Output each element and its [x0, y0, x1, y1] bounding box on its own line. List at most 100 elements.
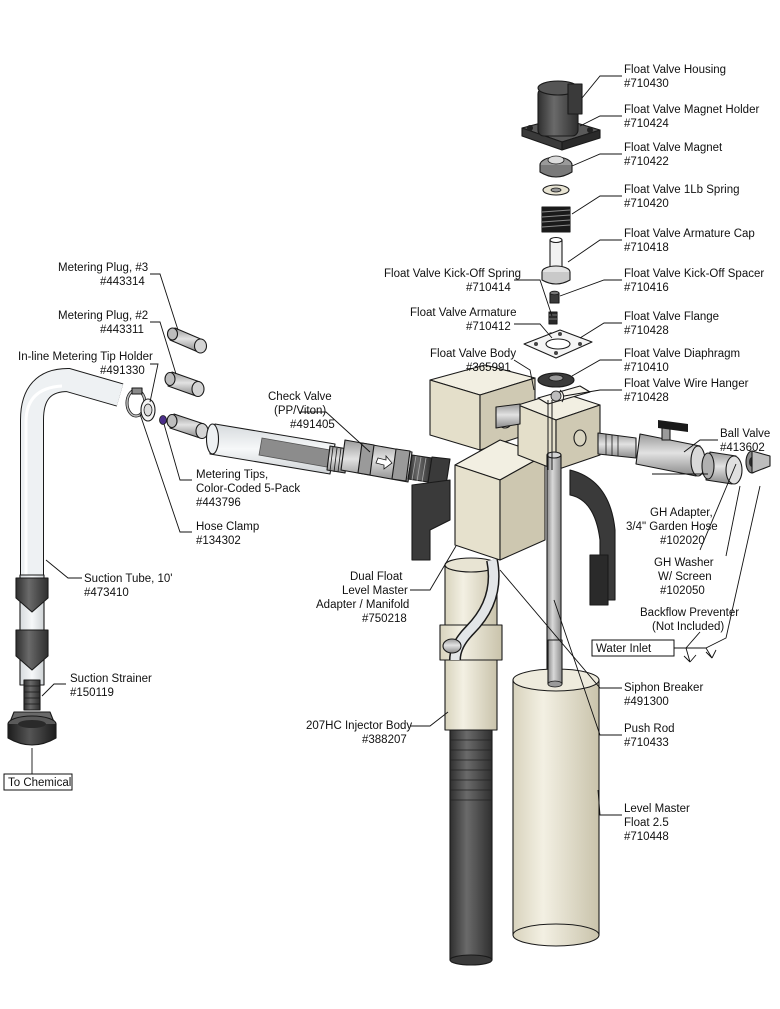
callout-name-line2: Level Master [342, 585, 408, 597]
callout-part: #710412 [466, 321, 511, 333]
mounting-bracket [411, 469, 616, 606]
callout-suction-strainer: Suction Strainer #150119 [70, 673, 152, 699]
callout-name: Float Valve Armature [410, 307, 517, 319]
callout-part: #491405 [290, 419, 335, 431]
callout-float-valve-spring: Float Valve 1Lb Spring #710420 [624, 184, 740, 210]
callout-part: #710410 [624, 362, 669, 374]
callout-float-valve-flange: Float Valve Flange #710428 [624, 311, 719, 337]
leader-lines [41, 75, 761, 816]
callout-part: #710430 [624, 78, 669, 90]
float-valve-magnet-holder [539, 155, 573, 178]
metering-plug-1 [166, 413, 209, 440]
callout-name-line1: Metering Tips, [196, 469, 268, 481]
callout-name-line2: Float 2.5 [624, 817, 669, 829]
side-connector-right [597, 432, 637, 459]
tube-weight-lower [15, 629, 49, 671]
callout-part: #443311 [100, 324, 144, 336]
callout-name-line2: W/ Screen [658, 571, 712, 583]
callout-name: Float Valve Body [430, 348, 516, 360]
callout-dual-float: Dual Float Level Master Adapter / Manifo… [316, 571, 409, 625]
water-inlet-label: Water Inlet [596, 643, 652, 655]
callout-name: Float Valve Magnet Holder [624, 104, 759, 116]
callout-injector-body: 207HC Injector Body #388207 [306, 720, 412, 746]
callout-part: #102020 [660, 535, 705, 547]
callout-name: Metering Plug, #2 [58, 310, 148, 322]
callout-name-line1: Level Master [624, 803, 690, 815]
callout-name: Suction Tube, 10' [84, 573, 173, 585]
callout-part: #413602 [720, 442, 765, 454]
callout-name: Float Valve Diaphragm [624, 348, 740, 360]
callout-part: #710428 [624, 392, 669, 404]
callout-metering-plug-3: Metering Plug, #3 #443314 [58, 262, 148, 288]
callout-float-valve-magnet-holder: Float Valve Magnet Holder #710424 [624, 104, 759, 130]
callout-part: #443314 [100, 276, 145, 288]
callout-name: Float Valve Wire Hanger [624, 378, 749, 390]
callout-float-valve-armature: Float Valve Armature #710412 [410, 307, 517, 333]
callout-name-line2: (PP/Viton) [274, 405, 326, 417]
callout-part: #710418 [624, 242, 669, 254]
gh-adapter [701, 451, 743, 485]
callout-part: #710428 [624, 325, 669, 337]
callout-part: #750218 [362, 613, 407, 625]
callout-float-valve-housing: Float Valve Housing #710430 [624, 64, 726, 90]
callout-check-valve: Check Valve (PP/Viton) #491405 [268, 391, 335, 431]
clear-tube-section [205, 423, 336, 475]
injector-hose [449, 729, 493, 966]
callout-float-valve-kickoff-spring: Float Valve Kick-Off Spring #710414 [384, 268, 521, 294]
metering-plug-3 [166, 327, 208, 354]
callout-part: #710414 [466, 282, 511, 294]
to-chemical-label: To Chemical [8, 777, 71, 789]
callout-part: #491300 [624, 696, 669, 708]
callout-name: Siphon Breaker [624, 682, 703, 694]
callout-name: Float Valve 1Lb Spring [624, 184, 740, 196]
callout-part: #710422 [624, 156, 669, 168]
tube-weight-upper [15, 577, 49, 613]
callout-float-valve-magnet: Float Valve Magnet #710422 [624, 142, 723, 168]
callout-part: #150119 [70, 687, 114, 699]
callout-name: Float Valve Kick-Off Spacer [624, 268, 764, 280]
float-valve-kickoff-spring [548, 311, 558, 325]
inline-metering-tip-holder [140, 398, 156, 422]
callout-gh-washer: GH Washer W/ Screen #102050 [654, 557, 714, 597]
callout-name: Ball Valve [720, 428, 770, 440]
suction-strainer [7, 679, 57, 746]
float-valve-spring [541, 206, 571, 233]
callout-part: #134302 [196, 535, 241, 547]
float-valve-flange [523, 329, 593, 359]
callout-name: Float Valve Flange [624, 311, 719, 323]
callout-name: Float Valve Housing [624, 64, 726, 76]
metering-tip [159, 415, 167, 425]
callout-name-line2: Color-Coded 5-Pack [196, 483, 300, 495]
callout-float-valve-diaphragm: Float Valve Diaphragm #710410 [624, 348, 740, 374]
float-valve-housing [521, 80, 601, 151]
callout-push-rod: Push Rod #710433 [624, 723, 675, 749]
callout-part: #710448 [624, 831, 669, 843]
callout-suction-tube: Suction Tube, 10' #473410 [84, 573, 173, 599]
callout-name: Float Valve Kick-Off Spring [384, 268, 521, 280]
ball-valve [635, 420, 706, 477]
callout-name: Hose Clamp [196, 521, 259, 533]
side-connector-left [495, 403, 521, 429]
callout-name: Float Valve Armature Cap [624, 228, 755, 240]
level-master-float [512, 639, 600, 947]
callout-part: #443796 [196, 497, 241, 509]
callout-name-line1: Backflow Preventer [640, 607, 739, 619]
callout-name-line1: GH Adapter, [650, 507, 713, 519]
callout-name: Metering Plug, #3 [58, 262, 148, 274]
callout-float-valve-body: Float Valve Body #365991 [430, 348, 516, 374]
callout-name: 207HC Injector Body [306, 720, 412, 732]
callout-ball-valve: Ball Valve #413602 [720, 428, 770, 454]
callout-name-line2: 3/4" Garden Hose [626, 521, 718, 533]
callout-gh-adapter: GH Adapter, 3/4" Garden Hose #102020 [626, 507, 718, 547]
callout-metering-tips: Metering Tips, Color-Coded 5-Pack #44379… [196, 469, 300, 509]
callout-name-line1: GH Washer [654, 557, 714, 569]
callout-name: Float Valve Magnet [624, 142, 723, 154]
callout-part: #473410 [84, 587, 129, 599]
callout-hose-clamp: Hose Clamp #134302 [196, 521, 259, 547]
float-valve-diaphragm [537, 372, 575, 388]
callout-part: #491330 [100, 365, 145, 377]
water-inlet-box: Water Inlet [591, 639, 675, 657]
callout-float-valve-armature-cap: Float Valve Armature Cap #710418 [624, 228, 755, 254]
callout-name-line2: (Not Included) [652, 621, 724, 633]
